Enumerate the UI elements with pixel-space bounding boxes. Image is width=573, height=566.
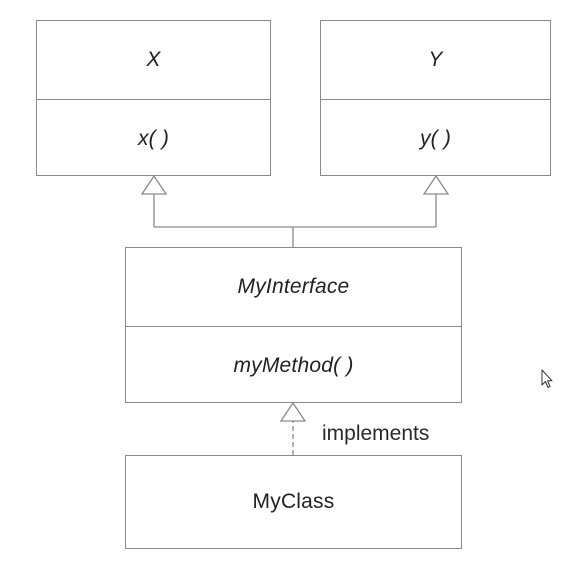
mouse-pointer-icon	[541, 369, 553, 388]
realization-arrowhead	[279, 401, 307, 422]
class-x-name: X	[146, 48, 161, 71]
generalization-arrowhead-y	[422, 174, 450, 195]
class-x: X x( )	[36, 20, 271, 176]
class-myinterface-method: myMethod( )	[126, 326, 461, 404]
class-y-name: Y	[428, 48, 443, 71]
generalization-arrowhead-x	[140, 174, 168, 195]
class-y: Y y( )	[320, 20, 551, 176]
class-myinterface: MyInterface myMethod( )	[125, 247, 462, 403]
class-myclass-name: MyClass	[252, 490, 335, 513]
class-x-method: x( )	[37, 99, 270, 177]
generalization-connector	[153, 194, 437, 247]
class-myclass: MyClass	[125, 455, 462, 549]
class-myinterface-name: MyInterface	[237, 275, 350, 298]
implements-label: implements	[322, 422, 430, 445]
class-y-method: y( )	[321, 99, 550, 177]
